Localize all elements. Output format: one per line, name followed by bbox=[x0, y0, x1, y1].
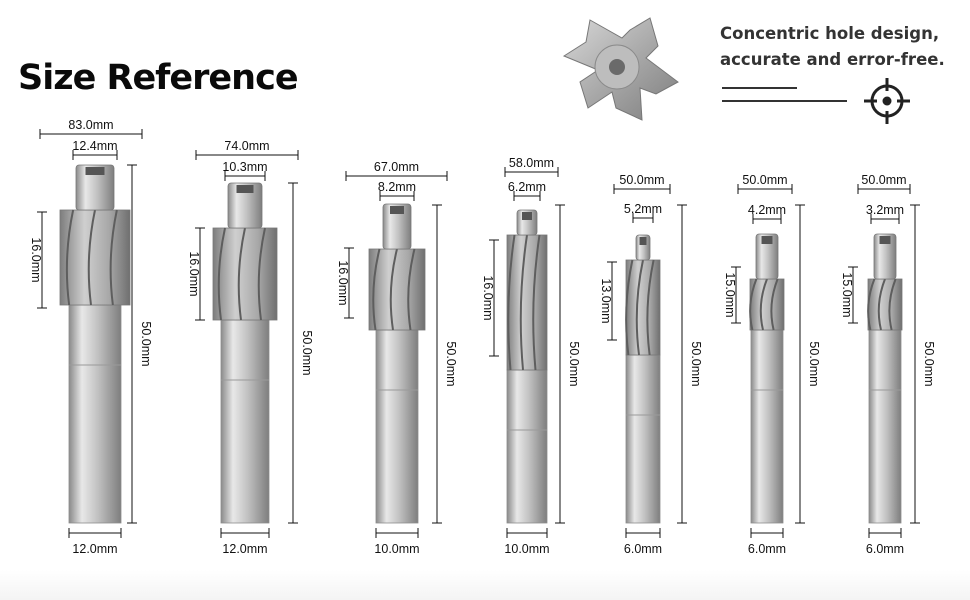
pilot-diameter-label: 12.4mm bbox=[72, 139, 117, 153]
shank-diameter-label: 6.0mm bbox=[748, 542, 786, 556]
shank-diameter-label: 10.0mm bbox=[374, 542, 419, 556]
cutter-2: 74.0mm 10.3mm 16.0mm 50.0mm 12.0mm bbox=[187, 139, 314, 556]
cutter-6: 50.0mm 4.2mm 15.0mm 50.0mm 6.0mm bbox=[723, 173, 821, 556]
cutter-pilot bbox=[873, 233, 897, 280]
flute-groove bbox=[749, 278, 758, 331]
hex-socket bbox=[639, 237, 647, 245]
feature-line-1: Concentric hole design, bbox=[720, 24, 940, 43]
flute-groove bbox=[888, 278, 897, 331]
total-length-label: 67.0mm bbox=[374, 160, 419, 174]
flute-groove bbox=[87, 209, 96, 306]
total-length-label: 50.0mm bbox=[619, 173, 664, 187]
cutter-shank bbox=[220, 319, 270, 524]
pilot-diameter-label: 3.2mm bbox=[866, 203, 904, 217]
shank-diameter-label: 10.0mm bbox=[504, 542, 549, 556]
total-length-label: 83.0mm bbox=[68, 118, 113, 132]
total-length-label: 74.0mm bbox=[224, 139, 269, 153]
shank-diameter-label: 12.0mm bbox=[72, 542, 117, 556]
cutter-pilot bbox=[382, 203, 412, 250]
flute-groove bbox=[877, 278, 886, 331]
flute-groove bbox=[109, 209, 118, 306]
decorative-line bbox=[722, 87, 797, 89]
decorative-line bbox=[722, 100, 847, 102]
pilot-diameter-label: 5.2mm bbox=[624, 202, 662, 216]
flute-groove bbox=[519, 234, 528, 371]
cutter-1: 83.0mm 12.4mm 16.0mm 50.0mm 12.0mm bbox=[29, 118, 153, 556]
total-length-label: 50.0mm bbox=[742, 173, 787, 187]
flute-length-label: 16.0mm bbox=[187, 251, 201, 296]
total-length-label: 58.0mm bbox=[509, 156, 554, 170]
overall-length-label: 50.0mm bbox=[300, 330, 314, 375]
pilot-diameter-label: 4.2mm bbox=[748, 203, 786, 217]
overall-length-label: 50.0mm bbox=[807, 341, 821, 386]
shank-diameter-label: 12.0mm bbox=[222, 542, 267, 556]
cutter-flute bbox=[506, 234, 548, 371]
pilot-diameter-label: 10.3mm bbox=[222, 160, 267, 174]
cutter-5: 50.0mm 5.2mm 13.0mm 50.0mm 6.0mm bbox=[599, 173, 703, 556]
shank-diameter-label: 6.0mm bbox=[624, 542, 662, 556]
cutter-flute bbox=[749, 278, 785, 331]
cutter-shank bbox=[868, 329, 902, 524]
cutter-shank bbox=[750, 329, 784, 524]
cutter-pilot bbox=[75, 164, 115, 211]
hex-socket bbox=[879, 236, 891, 244]
hex-socket bbox=[761, 236, 773, 244]
flute-length-label: 16.0mm bbox=[481, 275, 495, 320]
cutter-pilot bbox=[227, 182, 263, 229]
cutter-3: 67.0mm 8.2mm 16.0mm 50.0mm 10.0mm bbox=[336, 160, 458, 556]
flute-groove bbox=[389, 248, 398, 331]
flute-groove bbox=[625, 259, 634, 356]
shank-diameter-label: 6.0mm bbox=[866, 542, 904, 556]
cutter-flute bbox=[625, 259, 661, 356]
hex-socket bbox=[390, 206, 404, 214]
flute-length-label: 13.0mm bbox=[599, 278, 613, 323]
cutter-shank bbox=[68, 304, 122, 524]
overall-length-label: 50.0mm bbox=[689, 341, 703, 386]
crosshair-target-icon bbox=[864, 78, 910, 124]
flute-groove bbox=[507, 234, 516, 371]
hex-socket bbox=[236, 185, 254, 193]
overall-length-label: 50.0mm bbox=[922, 341, 936, 386]
page-title: Size Reference bbox=[18, 58, 299, 98]
floor-shadow bbox=[0, 570, 970, 600]
flute-groove bbox=[407, 248, 416, 331]
cutter-shank bbox=[375, 329, 419, 524]
hex-socket bbox=[85, 167, 105, 175]
flute-groove bbox=[759, 278, 768, 331]
cutter-shank bbox=[506, 369, 548, 524]
flute-groove bbox=[65, 209, 75, 306]
cutter-flute bbox=[212, 227, 278, 321]
overall-length-label: 50.0mm bbox=[139, 321, 153, 366]
pilot-diameter-label: 6.2mm bbox=[508, 180, 546, 194]
cutter-top-view-image bbox=[562, 17, 679, 121]
flute-groove bbox=[237, 227, 246, 321]
cutter-4: 58.0mm 6.2mm 16.0mm 50.0mm 10.0mm bbox=[481, 156, 581, 556]
hex-socket bbox=[522, 212, 532, 220]
cutter-shank bbox=[625, 354, 661, 524]
cutter-flute bbox=[867, 278, 903, 331]
cutter-pilot bbox=[755, 233, 779, 280]
overall-length-label: 50.0mm bbox=[444, 341, 458, 386]
flute-groove bbox=[635, 259, 644, 356]
flute-groove bbox=[646, 259, 655, 356]
cutter-7: 50.0mm 3.2mm 15.0mm 50.0mm 6.0mm bbox=[840, 173, 936, 556]
feature-line-2: accurate and error-free. bbox=[720, 50, 945, 69]
flute-length-label: 15.0mm bbox=[840, 272, 854, 317]
flute-length-label: 15.0mm bbox=[723, 272, 737, 317]
pilot-diameter-label: 8.2mm bbox=[378, 180, 416, 194]
flute-groove bbox=[257, 227, 266, 321]
flute-groove bbox=[867, 278, 876, 331]
flute-groove bbox=[372, 248, 381, 331]
flute-length-label: 16.0mm bbox=[336, 260, 350, 305]
flute-groove bbox=[217, 227, 226, 321]
flute-groove bbox=[770, 278, 779, 331]
total-length-label: 50.0mm bbox=[861, 173, 906, 187]
flute-length-label: 16.0mm bbox=[29, 237, 43, 282]
flute-groove bbox=[532, 234, 541, 371]
cutter-flute bbox=[368, 248, 426, 331]
overall-length-label: 50.0mm bbox=[567, 341, 581, 386]
